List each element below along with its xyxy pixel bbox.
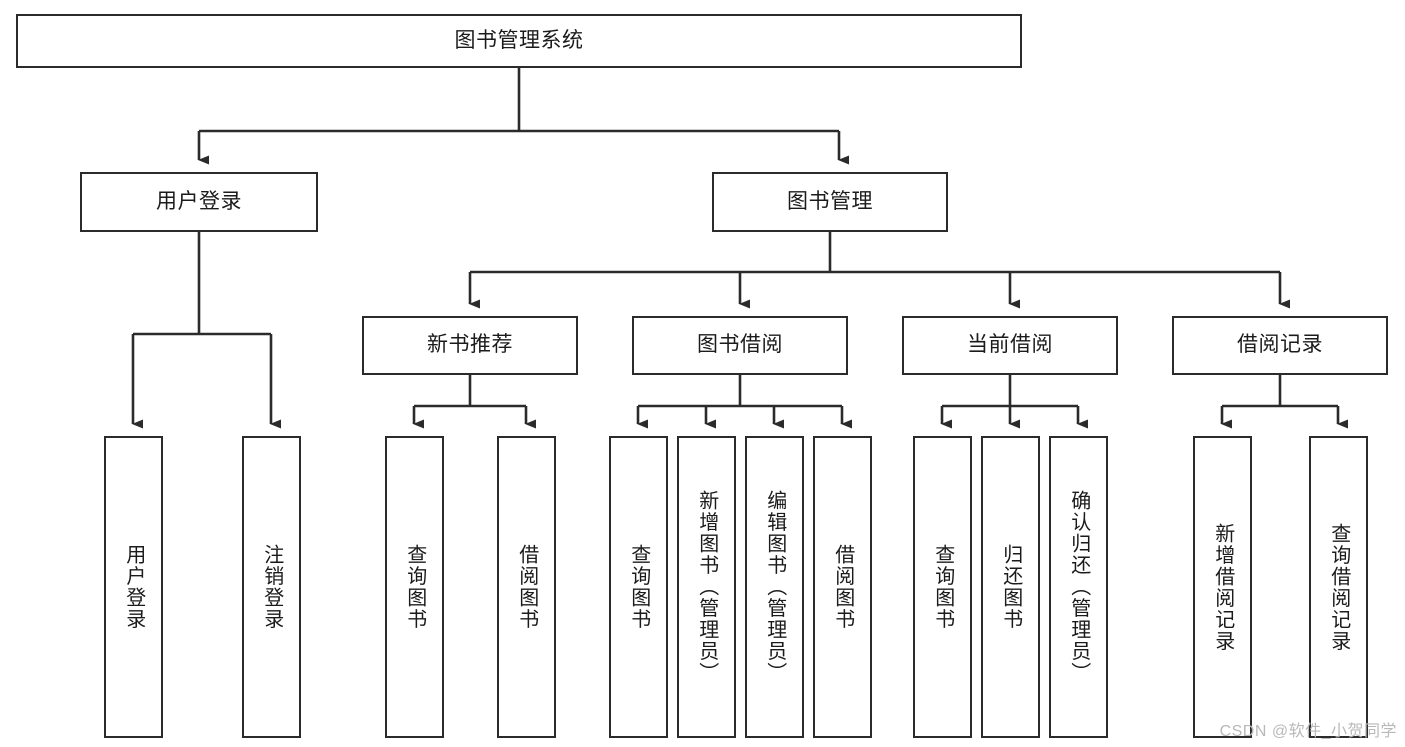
node-leaf-query-book-2[interactable]: 查询图书	[609, 436, 668, 738]
node-leaf-return-book-label: 归还图书	[999, 544, 1022, 630]
node-leaf-add-record-label: 新增借阅记录	[1211, 522, 1234, 652]
node-leaf-query-book-2-label: 查询图书	[627, 544, 650, 630]
node-leaf-edit-book-label: 编辑图书（管理员）	[763, 490, 786, 684]
node-leaf-borrow-book-2[interactable]: 借阅图书	[813, 436, 872, 738]
node-leaf-add-book-label: 新增图书（管理员）	[695, 490, 718, 684]
node-leaf-borrow-book-1-label: 借阅图书	[515, 544, 538, 630]
node-leaf-confirm-return[interactable]: 确认归还（管理员）	[1049, 436, 1108, 738]
node-leaf-user-login[interactable]: 用户登录	[104, 436, 163, 738]
node-leaf-edit-book[interactable]: 编辑图书（管理员）	[745, 436, 804, 738]
node-root[interactable]: 图书管理系统	[16, 14, 1022, 68]
node-leaf-query-record-label: 查询借阅记录	[1327, 522, 1350, 652]
node-leaf-query-book-1-label: 查询图书	[403, 544, 426, 630]
node-leaf-return-book[interactable]: 归还图书	[981, 436, 1040, 738]
node-root-label: 图书管理系统	[454, 28, 584, 52]
node-leaf-add-book[interactable]: 新增图书（管理员）	[677, 436, 736, 738]
node-book-borrow[interactable]: 图书借阅	[632, 316, 848, 375]
node-current-borrow-label: 当前借阅	[967, 333, 1053, 357]
node-leaf-query-book-3-label: 查询图书	[931, 544, 954, 630]
node-borrow-record-label: 借阅记录	[1237, 333, 1323, 357]
node-leaf-user-logout[interactable]: 注销登录	[242, 436, 301, 738]
node-book-management-label: 图书管理	[787, 189, 873, 213]
node-borrow-record[interactable]: 借阅记录	[1172, 316, 1388, 375]
node-leaf-user-logout-label: 注销登录	[260, 544, 283, 630]
node-new-book-recommend[interactable]: 新书推荐	[362, 316, 578, 375]
node-leaf-query-book-3[interactable]: 查询图书	[913, 436, 972, 738]
node-leaf-user-login-label: 用户登录	[122, 544, 145, 630]
node-book-borrow-label: 图书借阅	[697, 333, 783, 357]
node-leaf-confirm-return-label: 确认归还（管理员）	[1067, 490, 1090, 684]
node-user-login-label: 用户登录	[156, 189, 242, 213]
node-book-management[interactable]: 图书管理	[712, 172, 948, 232]
node-user-login[interactable]: 用户登录	[80, 172, 318, 232]
node-leaf-query-book-1[interactable]: 查询图书	[385, 436, 444, 738]
node-leaf-query-record[interactable]: 查询借阅记录	[1309, 436, 1368, 738]
node-new-book-recommend-label: 新书推荐	[427, 333, 513, 357]
node-leaf-add-record[interactable]: 新增借阅记录	[1193, 436, 1252, 738]
node-leaf-borrow-book-2-label: 借阅图书	[831, 544, 854, 630]
node-current-borrow[interactable]: 当前借阅	[902, 316, 1118, 375]
node-leaf-borrow-book-1[interactable]: 借阅图书	[497, 436, 556, 738]
